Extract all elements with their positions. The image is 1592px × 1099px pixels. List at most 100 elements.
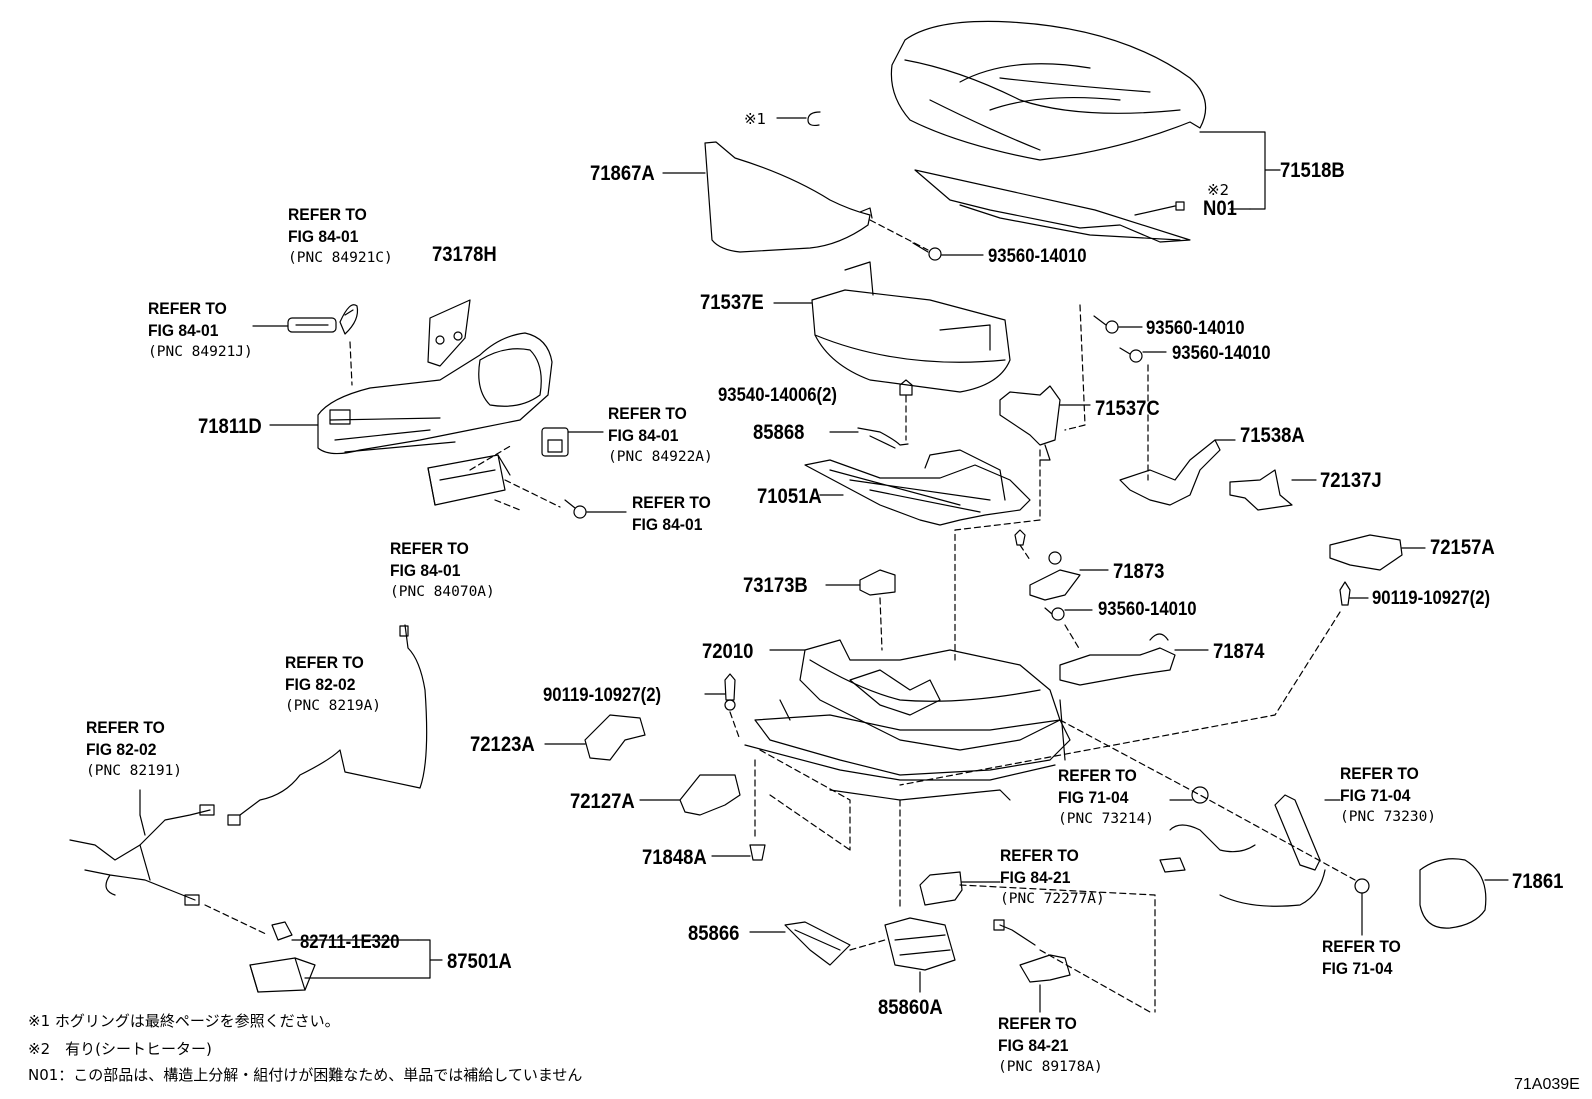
knob-panel	[427, 299, 471, 367]
part-label-87501A: 87501A	[447, 950, 512, 973]
part-label-82711-1E320: 82711-1E320	[300, 932, 400, 953]
rail-cover-71874	[1059, 633, 1176, 686]
cover-71861	[1419, 858, 1487, 929]
refer-block-73230: REFER TO FIG 71-04 (PNC 73230)	[1340, 763, 1436, 827]
refer-block-71-04-nut: REFER TO FIG 71-04	[1322, 936, 1408, 981]
part-label-93560-14010-b: 93560-14010	[1146, 318, 1245, 339]
side-shield	[704, 141, 873, 253]
clip-73173B	[859, 569, 896, 596]
cushion-block	[811, 261, 1011, 393]
wire-harness-8219A	[227, 624, 428, 826]
refer-fig: FIG 84-01	[390, 561, 461, 581]
part-label-71867A: 71867A	[590, 162, 655, 185]
seat-switch-c	[339, 304, 359, 335]
refer-line: REFER TO	[1000, 846, 1079, 865]
part-label-72127A: 72127A	[570, 790, 635, 813]
part-label-93560-14010-a: 93560-14010	[988, 246, 1087, 267]
part-label-93540-14006: 93540-14006(2)	[718, 385, 837, 406]
refer-pnc: (PNC 73214)	[1058, 810, 1155, 827]
track-cover-72123A	[584, 714, 646, 761]
footnote-2: ※2 有り(シートヒーター)	[28, 1040, 212, 1058]
cover-72157A	[1329, 534, 1403, 571]
part-label-85868: 85868	[753, 421, 805, 444]
part-label-93560-14010-d: 93560-14010	[1098, 599, 1197, 620]
refer-fig: FIG 82-02	[285, 675, 356, 695]
seat-switch-j	[287, 317, 337, 333]
refer-pnc: (PNC 8219A)	[285, 697, 382, 714]
refer-fig: FIG 82-02	[86, 740, 157, 760]
cushion-frame-bracket	[999, 385, 1061, 461]
seat-belt-buckle-73230	[1159, 794, 1326, 907]
part-label-71537E: 71537E	[700, 291, 764, 314]
refer-pnc: (PNC 72277A)	[1000, 890, 1105, 907]
refer-line: REFER TO	[148, 299, 227, 318]
part-label-71874: 71874	[1213, 640, 1265, 663]
refer-fig: FIG 84-01	[632, 515, 703, 535]
clip-71848A	[749, 844, 766, 861]
refer-line: REFER TO	[288, 205, 367, 224]
refer-block-8219A: REFER TO FIG 82-02 (PNC 8219A)	[285, 652, 381, 716]
part-label-71051A: 71051A	[757, 485, 822, 508]
bolt-93540	[899, 379, 913, 396]
seat-control-ecu	[427, 454, 511, 506]
seat-frame-72010	[744, 639, 1071, 801]
screw-90119-r	[1339, 581, 1351, 606]
figure-code: 71A039E	[1514, 1076, 1580, 1093]
switch-84922A	[541, 427, 569, 457]
footnote-n01: N01：この部品は、構造上分解・組付けが困難なため、単品では補給していません	[28, 1066, 583, 1084]
part-label-71538A: 71538A	[1240, 424, 1305, 447]
part-label-72137J: 72137J	[1320, 469, 1382, 492]
part-label-73178H: 73178H	[432, 243, 497, 266]
bracket-72277A	[919, 871, 963, 906]
refer-line: REFER TO	[285, 653, 364, 672]
part-label-71848A: 71848A	[642, 846, 707, 869]
part-label-72157A: 72157A	[1430, 536, 1495, 559]
part-label-93560-14010-c: 93560-14010	[1172, 343, 1271, 364]
refer-line: REFER TO	[86, 718, 165, 737]
refer-block-84070A: REFER TO FIG 84-01 (PNC 84070A)	[390, 538, 495, 602]
refer-block-73214: REFER TO FIG 71-04 (PNC 73214)	[1058, 765, 1154, 829]
screw-90119-l	[724, 673, 736, 711]
refer-line: REFER TO	[1322, 937, 1401, 956]
refer-fig: FIG 84-21	[1000, 868, 1071, 888]
note-mark-1: ※1	[744, 110, 767, 128]
refer-line: REFER TO	[998, 1014, 1077, 1033]
refer-pnc: (PNC 82191)	[86, 762, 183, 779]
part-label-71811D: 71811D	[198, 415, 262, 438]
refer-block-84921C: REFER TO FIG 84-01 (PNC 84921C)	[288, 204, 393, 268]
part-label-73173B: 73173B	[743, 574, 808, 597]
part-label-90119-10927-right: 90119-10927(2)	[1372, 588, 1491, 609]
module-85860A	[884, 917, 956, 971]
refer-pnc: (PNC 84921C)	[288, 249, 393, 266]
part-label-72123A: 72123A	[470, 733, 535, 756]
refer-fig: FIG 71-04	[1340, 786, 1411, 806]
track-cover-72127A	[679, 774, 741, 816]
refer-line: REFER TO	[608, 404, 687, 423]
junction-box-87501A	[249, 957, 316, 993]
nut-73214	[1191, 786, 1209, 804]
connector-82711	[271, 921, 293, 941]
part-label-85866: 85866	[688, 922, 740, 945]
frame-bracket-71538A	[1119, 439, 1221, 506]
cover-85866	[784, 921, 851, 966]
part-label-71537C: 71537C	[1095, 397, 1160, 420]
refer-line: REFER TO	[1340, 764, 1419, 783]
part-label-71861: 71861	[1512, 870, 1564, 893]
seat-cushion-pad	[890, 20, 1207, 161]
refer-fig: FIG 71-04	[1322, 959, 1393, 979]
part-label-71873: 71873	[1113, 560, 1165, 583]
screw-a	[912, 242, 942, 261]
refer-fig: FIG 84-01	[148, 321, 219, 341]
refer-pnc: (PNC 84921J)	[148, 343, 253, 360]
seat-side-shield	[317, 332, 553, 455]
screw-f	[1044, 607, 1065, 621]
part-label-85860A: 85860A	[878, 996, 943, 1019]
part-label-N01: N01	[1203, 197, 1237, 220]
note-mark-2: ※2	[1207, 181, 1230, 199]
wire-85868	[857, 427, 909, 449]
part-label-90119-10927-left: 90119-10927(2)	[543, 685, 662, 706]
refer-pnc: (PNC 89178A)	[998, 1058, 1103, 1075]
part-label-72010: 72010	[702, 640, 754, 663]
